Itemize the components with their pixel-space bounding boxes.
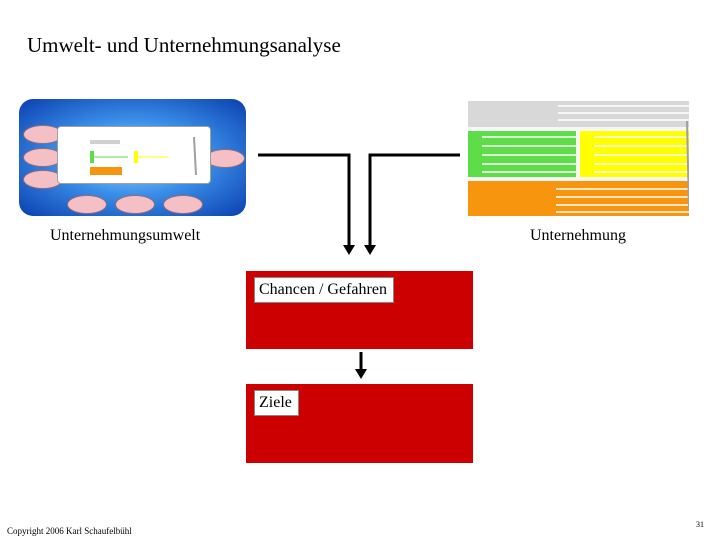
arrowhead-icon [343,245,355,255]
goals-box: Ziele [246,384,473,463]
copyright-text: Copyright 2006 Karl Schaufelbühl [7,526,132,536]
page-number: 31 [696,520,704,529]
goals-label: Ziele [254,390,299,416]
arrowhead-icon [364,245,376,255]
arrow-from-company [370,155,460,245]
opportunities-threats-box: Chancen / Gefahren [246,271,473,349]
opportunities-threats-label: Chancen / Gefahren [254,277,394,303]
arrowhead-icon [355,369,367,379]
arrow-from-environment [258,155,349,245]
